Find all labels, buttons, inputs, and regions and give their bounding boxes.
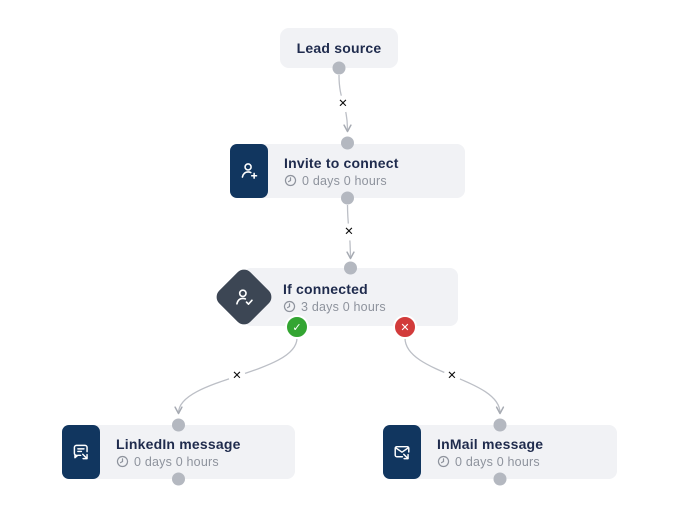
delay-row: 3 days 0 hours: [283, 300, 458, 314]
node-body: InMail message 0 days 0 hours: [383, 425, 617, 479]
clock-icon: [116, 455, 129, 468]
node-inmail-message[interactable]: InMail message 0 days 0 hours: [383, 425, 617, 479]
delete-connector-yes-linkedin-button[interactable]: ✕: [228, 367, 246, 385]
connection-handle-linkedin-in[interactable]: [172, 418, 185, 432]
connection-handle-invite-out[interactable]: [341, 191, 354, 205]
node-title: Lead source: [296, 40, 382, 56]
node-if-connected[interactable]: If connected 3 days 0 hours: [243, 268, 458, 326]
node-title: If connected: [283, 280, 368, 297]
clock-icon: [284, 174, 297, 187]
chat-send-icon: [62, 425, 100, 479]
connection-handle-condition-in[interactable]: [344, 261, 357, 275]
connection-handle-linkedin-out[interactable]: [172, 472, 185, 486]
delay-text: 0 days 0 hours: [455, 454, 540, 469]
node-linkedin-message[interactable]: LinkedIn message 0 days 0 hours: [62, 425, 295, 479]
delay-row: 0 days 0 hours: [284, 174, 465, 188]
connection-handle-inmail-in[interactable]: [493, 418, 507, 432]
condition-yes-handle[interactable]: ✓: [285, 315, 309, 339]
delay-text: 0 days 0 hours: [302, 173, 387, 188]
node-lead-source[interactable]: Lead source: [280, 28, 398, 68]
delete-connector-lead-invite-button[interactable]: ✕: [334, 95, 352, 113]
delay-text: 3 days 0 hours: [301, 299, 386, 314]
user-check-icon: [212, 265, 276, 329]
user-plus-icon: [230, 144, 268, 198]
connection-handle-invite-in[interactable]: [341, 136, 354, 150]
node-invite-to-connect[interactable]: Invite to connect 0 days 0 hours: [230, 144, 465, 198]
delay-text: 0 days 0 hours: [134, 454, 219, 469]
mail-send-icon: [383, 425, 421, 479]
node-body: LinkedIn message 0 days 0 hours: [62, 425, 295, 479]
connection-handle-lead-out[interactable]: [332, 61, 346, 75]
node-title: LinkedIn message: [116, 435, 241, 452]
condition-no-handle[interactable]: ✕: [393, 315, 417, 339]
delete-connector-invite-condition-button[interactable]: ✕: [340, 223, 358, 241]
node-body: If connected 3 days 0 hours: [243, 268, 458, 326]
clock-icon: [283, 300, 296, 313]
node-title: Invite to connect: [284, 154, 399, 171]
delete-connector-no-inmail-button[interactable]: ✕: [443, 367, 461, 385]
clock-icon: [437, 455, 450, 468]
node-title: InMail message: [437, 435, 544, 452]
node-body: Invite to connect 0 days 0 hours: [230, 144, 465, 198]
delay-row: 0 days 0 hours: [116, 455, 295, 469]
delay-row: 0 days 0 hours: [437, 455, 617, 469]
connection-handle-inmail-out[interactable]: [493, 472, 507, 486]
